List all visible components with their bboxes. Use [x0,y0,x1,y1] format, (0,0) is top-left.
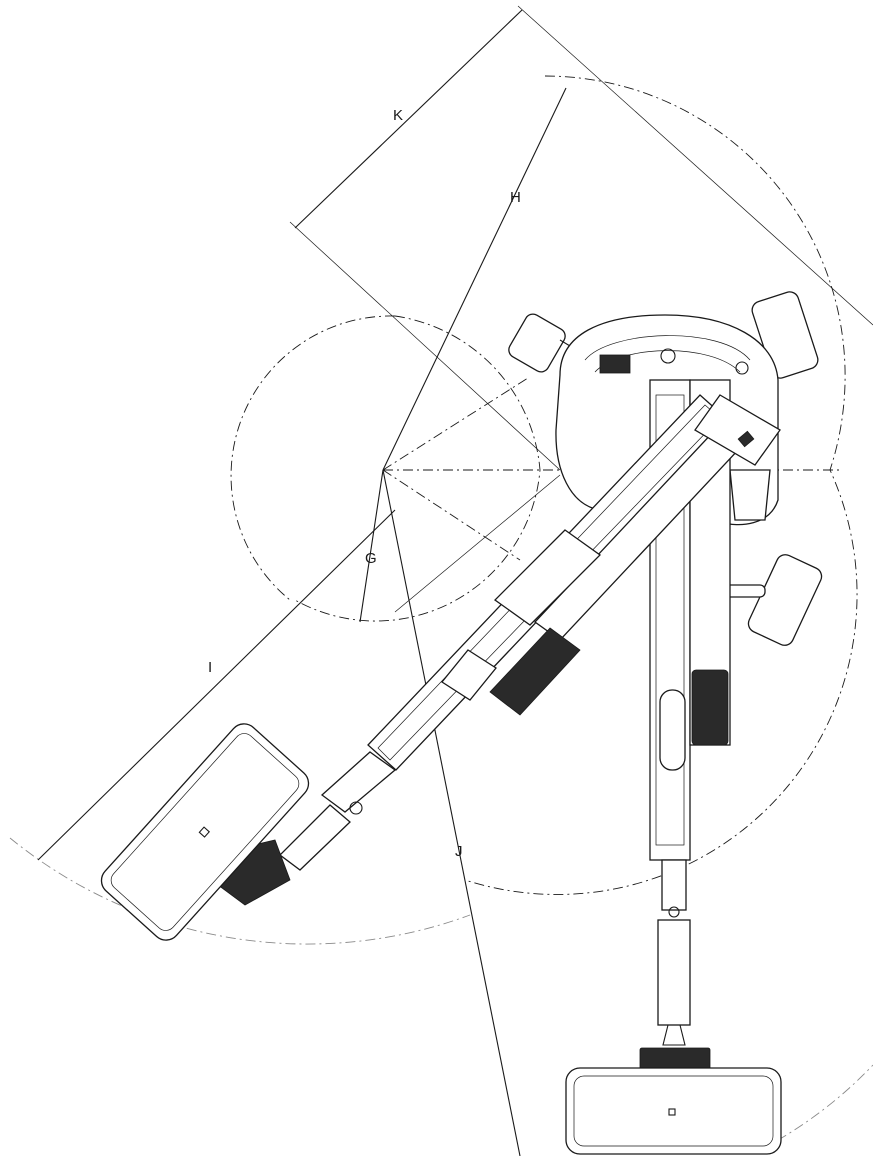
label-i: I [208,659,212,676]
label-g: G [365,550,377,567]
lower-right-arc [759,1064,873,1151]
outrigger-pads [508,291,823,646]
label-j: J [455,843,463,860]
dimension-k-extension-right [517,5,873,326]
platform-sweep-arc [9,837,471,945]
dimension-labels: K H G I J [208,107,521,860]
swung-platform-basket [100,723,310,941]
swing-radius-arcs [9,75,873,1151]
dimension-g-line [359,469,384,623]
tail-swing-arc [294,315,541,622]
dimension-h-line [382,87,567,471]
pad-upper-left [508,313,566,373]
pad-lower-right [747,554,823,646]
dimension-i-extension [394,474,561,613]
dimension-lines [37,5,873,1156]
label-h: H [510,189,521,206]
swung-boom [100,394,781,941]
stowed-boom [565,379,782,1155]
dimension-i-line [37,509,396,861]
label-k: K [393,107,403,124]
radial-line-upper [382,377,529,471]
dimension-j-line [382,469,521,1156]
dimension-k-line [294,9,523,229]
dimension-k-extension-left [289,221,561,471]
radial-line-lower [382,469,521,561]
